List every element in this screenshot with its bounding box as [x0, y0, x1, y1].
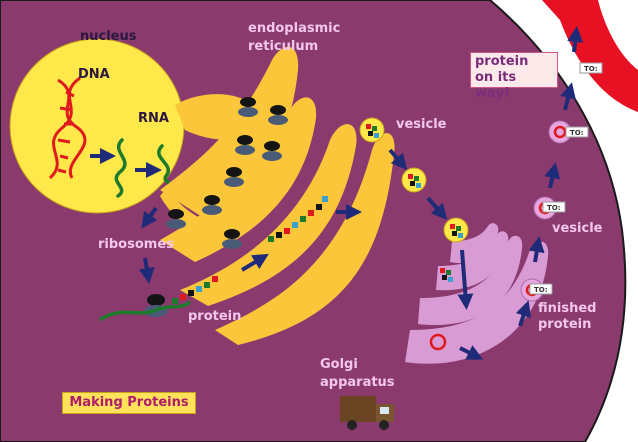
golgi-label-line2: apparatus [320, 375, 395, 390]
arrow-icon [90, 26, 584, 360]
membrane-inner [598, 0, 638, 70]
mrna-strand [98, 300, 192, 322]
golgi-label-line1: Golgi [320, 357, 358, 372]
finished-label-line1: finished [538, 301, 596, 316]
protein-chain-icon [172, 196, 328, 304]
delivery-truck-icon [340, 396, 394, 430]
ribosomes-label: ribosomes [98, 237, 174, 252]
callout-line1: protein [475, 54, 529, 69]
dna-label: DNA [78, 67, 110, 82]
tag-label: TO: [584, 65, 598, 73]
nucleus [9, 38, 185, 214]
dna-helix-icon [48, 76, 87, 180]
protein-label: protein [188, 309, 241, 324]
er-label-line1: endoplasmic [248, 21, 340, 36]
callout-line2: on its way! [475, 70, 517, 101]
protein-callout: protein on its way! [470, 52, 558, 101]
address-tag-icon: TO: TO: TO: TO: [529, 62, 603, 295]
ribosome-icon [144, 97, 288, 317]
tag-label: TO: [570, 129, 584, 137]
nucleus-label: nucleus [80, 29, 137, 44]
tag-label: TO: [547, 204, 561, 212]
rna-label: RNA [138, 111, 169, 126]
vesicle-right-label: vesicle [552, 221, 603, 236]
tag-label: TO: [534, 286, 548, 294]
er-label-line2: reticulum [248, 39, 318, 54]
finished-label-line2: protein [538, 317, 591, 332]
vesicle-top-label: vesicle [396, 117, 447, 132]
vesicle-icon [359, 117, 469, 351]
diagram-title: Making Proteins [62, 392, 196, 414]
